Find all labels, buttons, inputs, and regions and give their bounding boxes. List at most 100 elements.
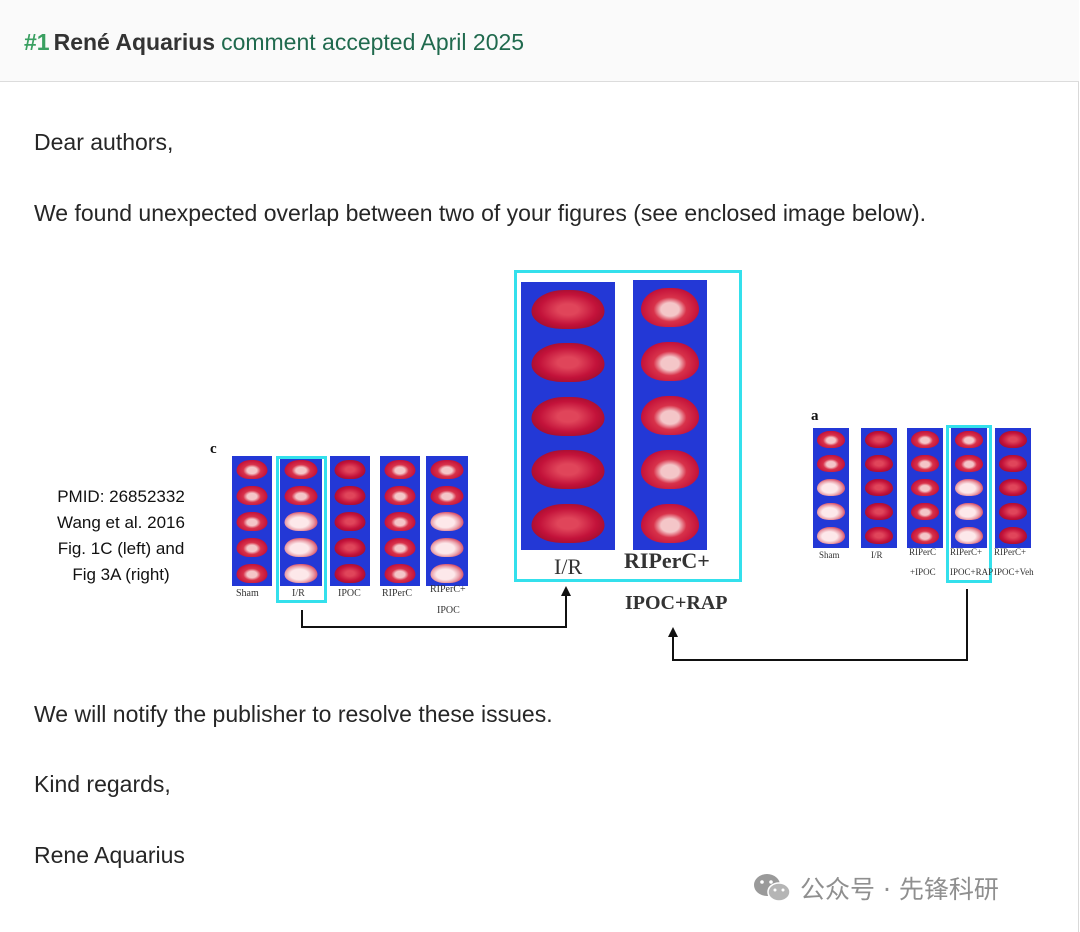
brain-slice (531, 343, 605, 382)
brain-slice (236, 486, 268, 505)
brain-slice (334, 512, 366, 531)
notify-text: We will notify the publisher to resolve … (34, 701, 553, 727)
brain-slice (641, 288, 699, 327)
arrow-right-to-zoom (672, 589, 968, 661)
brain-slice (911, 455, 939, 472)
panel-label: Sham (236, 588, 259, 599)
brain-slice (384, 460, 416, 479)
brain-slice (236, 512, 268, 531)
panel-label: RIPerC+ (950, 547, 983, 557)
brain-slice (999, 503, 1027, 520)
highlight-box-zoom (514, 270, 742, 582)
brain-slice (334, 538, 366, 557)
brain-slice (817, 455, 845, 472)
panel-label: RIPerC+ (994, 547, 1027, 557)
pmid-line: Fig 3A (right) (72, 565, 170, 584)
brain-slice (865, 527, 893, 544)
brain-slice (817, 503, 845, 520)
brain-slice (641, 342, 699, 381)
brain-slice (236, 538, 268, 557)
brain-slice (284, 538, 318, 557)
arrow-head (561, 586, 571, 596)
zoom-label: I/R (554, 554, 583, 579)
panel-letter-c: c (210, 441, 217, 457)
brain-slice (284, 460, 318, 479)
brain-slice (531, 397, 605, 436)
zoom-label: RIPerC+ (624, 548, 710, 573)
brain-slice (284, 564, 318, 583)
brain-slice (284, 486, 318, 505)
panel-label: IPOC+RAP (950, 567, 994, 577)
brain-slice (334, 486, 366, 505)
brain-slice (865, 455, 893, 472)
slice-strip (813, 428, 849, 548)
panel-label: Sham (819, 550, 840, 560)
brain-slice (999, 431, 1027, 448)
panel-label: RIPerC+ (430, 584, 466, 595)
wechat-icon (754, 874, 791, 902)
brain-slice (911, 431, 939, 448)
slice-strip (380, 456, 420, 586)
brain-slice (430, 460, 464, 479)
brain-slice (911, 527, 939, 544)
closing-text: Kind regards, (34, 771, 171, 797)
brain-slice (911, 503, 939, 520)
brain-slice (999, 527, 1027, 544)
comment-status: comment accepted April 2025 (221, 29, 525, 55)
panel-label: RIPerC (382, 588, 412, 599)
pmid-caption: PMID: 26852332 Wang et al. 2016 Fig. 1C … (26, 484, 216, 588)
arrow-left-to-zoom (301, 593, 567, 628)
brain-slice (955, 431, 983, 448)
brain-slice (384, 564, 416, 583)
brain-slice (531, 504, 605, 543)
slice-strip-zoom (521, 282, 615, 550)
zoom-label: IPOC+RAP (625, 592, 728, 614)
brain-slice (531, 290, 605, 329)
brain-slice (817, 431, 845, 448)
brain-slice (430, 564, 464, 583)
panel-label: IPOC (338, 588, 361, 599)
pmid-line: PMID: 26852332 (57, 487, 185, 506)
brain-slice (531, 450, 605, 489)
brain-slice (641, 450, 699, 489)
highlight-box-right (946, 425, 992, 583)
greeting-text: Dear authors, (34, 129, 174, 155)
brain-slice (641, 504, 699, 543)
brain-slice (334, 460, 366, 479)
brain-slice (430, 486, 464, 505)
signature-text: Rene Aquarius (34, 842, 185, 868)
panel-label: I/R (292, 588, 305, 599)
brain-slice (817, 479, 845, 496)
watermark-text: 公众号 · 先锋科研 (800, 875, 999, 904)
brain-slice (384, 538, 416, 557)
brain-slice (817, 527, 845, 544)
arrow-head (668, 627, 678, 637)
brain-slice (955, 455, 983, 472)
brain-slice (865, 479, 893, 496)
brain-slice (865, 431, 893, 448)
slice-strip (426, 456, 468, 586)
comment-number[interactable]: #1 (24, 29, 50, 55)
panel-label: IPOC+Veh (994, 567, 1034, 577)
brain-slice (236, 564, 268, 583)
intro-text: We found unexpected overlap between two … (34, 200, 926, 226)
brain-slice (284, 512, 318, 531)
pmid-line: Wang et al. 2016 (57, 513, 185, 532)
brain-slice (236, 460, 268, 479)
comment-author[interactable]: René Aquarius (53, 29, 216, 55)
slice-strip (995, 428, 1031, 548)
highlight-box-left (276, 456, 327, 603)
brain-slice (911, 479, 939, 496)
brain-slice (430, 538, 464, 557)
brain-slice (384, 486, 416, 505)
panel-label: RIPerC (909, 547, 936, 557)
brain-slice (999, 479, 1027, 496)
panel-label: I/R (871, 550, 883, 560)
brain-slice (641, 396, 699, 435)
panel-label: +IPOC (910, 567, 936, 577)
slice-strip (861, 428, 897, 548)
slice-strip (232, 456, 272, 586)
